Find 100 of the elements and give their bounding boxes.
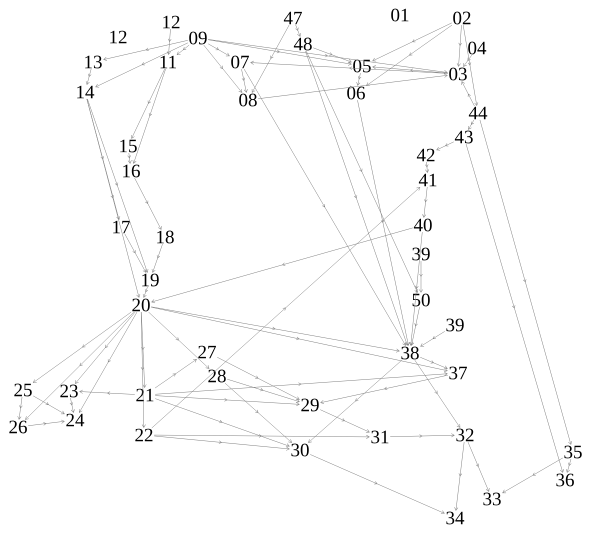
point-label: 48	[294, 38, 312, 50]
arrow	[425, 162, 430, 173]
point-label: 30	[291, 444, 309, 456]
arrow	[419, 260, 423, 293]
point-label: 17	[113, 220, 130, 234]
point-label: 03	[449, 68, 467, 80]
arrow	[409, 232, 423, 346]
point-label: 43	[454, 130, 473, 144]
arrow	[410, 306, 420, 346]
point-label: 14	[77, 86, 94, 98]
point-label: 33	[483, 492, 501, 506]
arrow	[86, 98, 140, 298]
arrow	[131, 68, 165, 139]
point-label: 23	[60, 384, 78, 398]
arrow	[252, 24, 290, 93]
arrow	[422, 186, 428, 218]
point-label: 21	[136, 388, 154, 402]
arrow	[420, 331, 446, 347]
arrow	[124, 234, 146, 273]
arrow	[154, 434, 370, 439]
arrow	[310, 454, 445, 514]
arrow	[466, 144, 564, 473]
arrow	[17, 396, 23, 420]
point-label: 39	[446, 318, 464, 332]
point-label: 37	[449, 366, 467, 380]
point-label: 44	[468, 106, 488, 120]
point-label: 36	[556, 474, 574, 486]
arrow	[463, 54, 472, 67]
arrow	[468, 120, 474, 130]
arrow	[305, 50, 408, 346]
arrow	[436, 142, 454, 150]
point-label: 19	[142, 274, 159, 286]
point-label: 24	[66, 414, 84, 426]
point-label: 05	[353, 60, 371, 72]
point-label: 35	[564, 446, 582, 458]
arrow	[134, 178, 162, 230]
arrow	[456, 24, 462, 67]
arrow	[226, 378, 300, 403]
point-label: 27	[198, 346, 216, 358]
arrow	[308, 360, 402, 443]
point-label: 15	[120, 140, 137, 152]
arrow	[306, 50, 418, 293]
point-label: 39	[412, 248, 430, 260]
arrow	[356, 72, 362, 86]
arrow	[258, 74, 448, 99]
point-label: 40	[414, 218, 432, 232]
point-label: 16	[123, 164, 140, 178]
arrow	[103, 40, 188, 61]
arrow	[366, 24, 452, 86]
arrow	[208, 39, 448, 74]
point-label: 08	[239, 94, 257, 106]
point-label: 29	[301, 398, 319, 412]
arrow	[75, 312, 136, 384]
point-label: 20	[132, 298, 150, 312]
point-label: 02	[453, 12, 470, 24]
arrow	[127, 152, 132, 164]
arrow	[141, 312, 147, 388]
arrow	[33, 312, 132, 383]
point-label: 25	[14, 384, 32, 396]
arrow	[86, 68, 92, 85]
arrow	[480, 120, 572, 445]
arrow	[132, 68, 166, 164]
arrow	[140, 312, 146, 428]
arrow	[203, 44, 242, 93]
arrow	[208, 44, 230, 56]
point-label: 28	[208, 370, 226, 382]
point-label: 06	[347, 86, 365, 100]
arrow	[32, 396, 65, 414]
arrow	[70, 398, 75, 413]
point-label: 11	[160, 56, 176, 68]
point-label: 22	[135, 428, 152, 442]
point-label: 42	[416, 148, 434, 162]
arrow	[462, 24, 478, 106]
arrow	[150, 306, 400, 353]
point-label: 41	[418, 174, 436, 186]
point-label: 38	[401, 346, 419, 360]
arrow	[154, 398, 290, 448]
point-label: 47	[284, 12, 302, 24]
arrow	[208, 40, 352, 66]
arrow	[154, 372, 448, 395]
arrow	[152, 244, 163, 273]
point-label: 01	[391, 8, 408, 22]
arrow	[148, 312, 210, 369]
arrow	[216, 357, 300, 400]
arrow	[87, 98, 148, 273]
arrow	[166, 28, 172, 55]
arrow	[152, 187, 420, 428]
point-label: 31	[371, 430, 388, 444]
arrow	[312, 48, 352, 63]
arrow	[78, 312, 138, 413]
arrow	[224, 382, 292, 443]
arrow	[461, 81, 475, 106]
point-label: 18	[157, 230, 174, 244]
arrow	[244, 68, 406, 346]
arrow	[414, 360, 460, 428]
point-label: 34	[446, 512, 464, 524]
arrow	[151, 228, 414, 304]
arrow	[320, 374, 448, 404]
point-label: 12	[163, 16, 180, 28]
arrow	[154, 436, 290, 451]
